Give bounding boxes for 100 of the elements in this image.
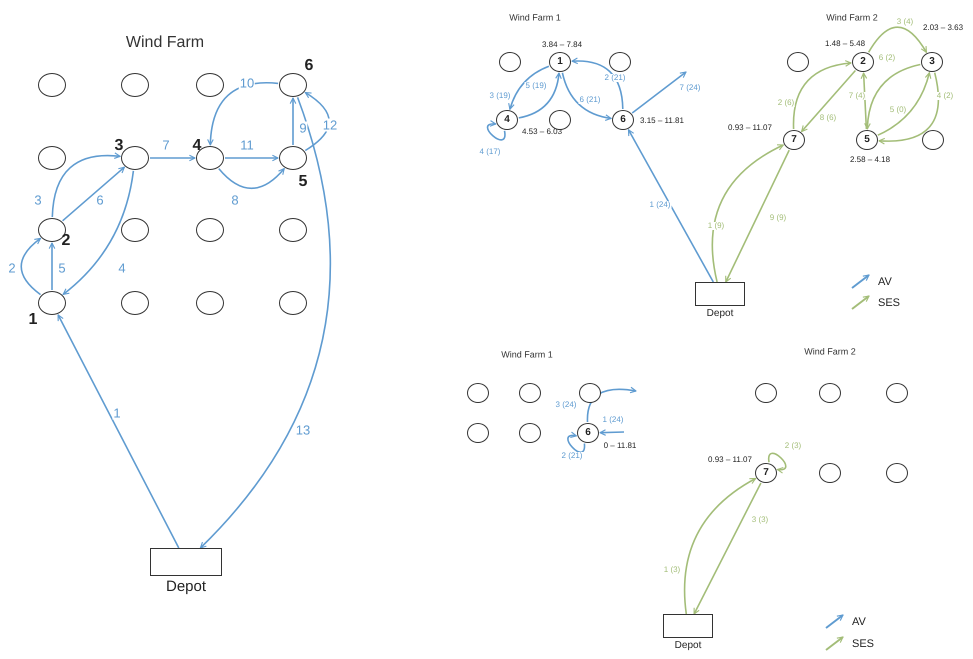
- arrow: [684, 478, 756, 614]
- edge-label: 3 (24): [554, 401, 578, 409]
- range-label: 2.58 – 4.18: [850, 156, 890, 164]
- turbine-node: 1: [549, 52, 571, 72]
- arrow: [864, 64, 920, 130]
- node-number: 3: [114, 138, 124, 154]
- edge-label: 1: [112, 406, 122, 420]
- turbine-node: [38, 291, 66, 315]
- panel-heading: Wind Farm 1: [509, 14, 561, 22]
- arrow: [57, 314, 180, 548]
- turbine-node: [886, 383, 908, 403]
- arrow: [571, 58, 624, 110]
- arrow: [712, 144, 784, 282]
- panel-heading: Wind Farm 1: [501, 350, 553, 360]
- turbine-node: [279, 291, 307, 315]
- arrow: [225, 154, 279, 162]
- edge-label: 6 (2): [878, 54, 896, 62]
- node-label: Depot: [706, 309, 734, 319]
- edge-label: 10: [238, 76, 256, 90]
- arrow: [599, 429, 624, 436]
- range-label: 0.93 – 11.07: [728, 124, 772, 132]
- turbine-node: 5: [856, 130, 878, 150]
- arrow: [693, 482, 762, 615]
- turbine-node: [196, 73, 224, 97]
- turbine-node: [121, 73, 149, 97]
- turbine-node: [499, 52, 521, 72]
- arrow: [868, 26, 928, 53]
- edge-label: 2 (6): [776, 99, 796, 107]
- range-label: 3.15 – 11.81: [640, 117, 684, 125]
- edge-label: 13: [294, 424, 312, 436]
- legend-label: AV: [852, 617, 866, 628]
- arrow: [562, 72, 612, 121]
- range-label: 0 – 11.81: [604, 442, 636, 450]
- edge-label: 11: [239, 138, 255, 152]
- edge-label: 9: [298, 122, 308, 134]
- turbine-node: [549, 110, 571, 130]
- turbine-node: [467, 423, 489, 443]
- arrow: [628, 129, 714, 282]
- arrow: [486, 120, 506, 140]
- panel-heading: Wind Farm 2: [804, 348, 856, 356]
- turbine-node: [279, 218, 307, 242]
- range-label: 0.93 – 11.07: [708, 456, 752, 464]
- turbine-node: 6: [612, 110, 634, 130]
- edge-label: 3 (4): [896, 18, 914, 26]
- arrow: [48, 242, 56, 290]
- node-number: 6: [304, 58, 314, 74]
- edge-label: 1 (9): [706, 222, 726, 230]
- arrow: [20, 238, 42, 296]
- turbine-node: [519, 383, 541, 403]
- edge-label: 4 (2): [936, 92, 954, 100]
- arrow: [52, 152, 121, 218]
- node-number: 2: [62, 233, 70, 249]
- edge-label: 12: [322, 118, 338, 132]
- edge-label: 2: [7, 262, 17, 274]
- turbine-node: [121, 291, 149, 315]
- turbine-node: [819, 383, 841, 403]
- edge-label: 1 (24): [602, 416, 624, 424]
- turbine-node: [196, 218, 224, 242]
- turbine-node: 6: [577, 423, 599, 443]
- arrow: [304, 92, 330, 152]
- arrow: [62, 170, 134, 296]
- arrow: [801, 70, 856, 132]
- edge-label: 4 (17): [478, 148, 502, 156]
- edge-label: 2 (3): [784, 442, 802, 450]
- node-number: 5: [298, 174, 308, 190]
- edge-label: 7 (24): [678, 84, 702, 92]
- edge-label: 4: [117, 262, 127, 274]
- turbine-node: 3: [921, 52, 943, 72]
- arrow: [508, 65, 550, 110]
- edge-label: 8: [230, 194, 240, 206]
- turbine-node: [279, 146, 307, 170]
- turbine-node: [609, 52, 631, 72]
- arrow: [290, 97, 296, 145]
- turbine-node: [922, 130, 944, 150]
- turbine-node: [579, 383, 601, 403]
- turbine-node: [196, 291, 224, 315]
- arrow: [218, 168, 285, 190]
- edge-label: 1 (3): [662, 566, 682, 574]
- turbine-node: [886, 463, 908, 483]
- legend-label: AV: [878, 277, 892, 288]
- arrow: [200, 97, 332, 549]
- edge-label: 5 (0): [888, 106, 908, 114]
- range-label: 2.03 – 3.63: [922, 24, 964, 32]
- arrow: [792, 60, 852, 129]
- turbine-node: [38, 73, 66, 97]
- turbine-node: 7: [755, 463, 777, 483]
- arrow: [877, 72, 932, 136]
- arrow: [150, 154, 196, 162]
- range-label: 1.48 – 5.48: [824, 40, 866, 48]
- arrow: [62, 166, 125, 222]
- arrow: [586, 386, 637, 422]
- edge-label: 2 (21): [560, 452, 584, 460]
- edge-label: 7: [161, 138, 171, 152]
- node-label: Depot: [166, 579, 206, 594]
- turbine-node: [755, 383, 777, 403]
- edge-label: 9 (9): [768, 214, 788, 222]
- edge-label: 8 (6): [818, 114, 838, 122]
- edge-label: 5: [57, 262, 67, 274]
- panel-heading: Wind Farm: [126, 35, 204, 51]
- arrow: [567, 432, 586, 453]
